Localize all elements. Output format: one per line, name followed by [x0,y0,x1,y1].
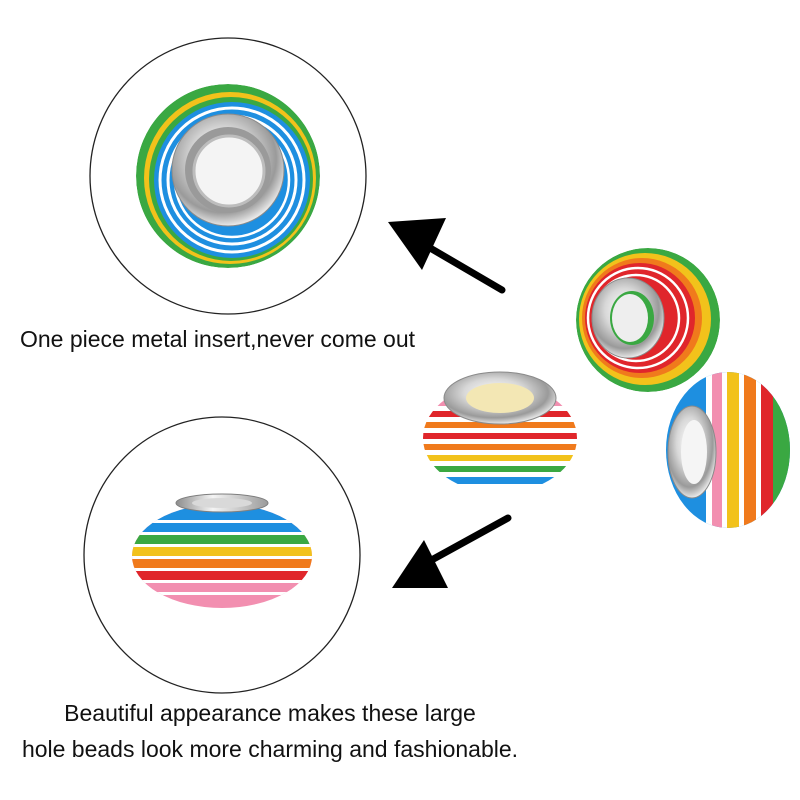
bottom-detail-circle [83,416,361,694]
appearance-caption-line-1: Beautiful appearance makes these large [64,700,476,726]
top-bead-metal-insert [171,113,285,227]
top-detail-circle [89,37,367,315]
metal-insert-caption: One piece metal insert,never come out [20,326,416,352]
right-bottom-bead [666,372,790,528]
appearance-caption: Beautiful appearance makes these large h… [0,696,800,767]
middle-bead [423,371,577,493]
right-top-bead [576,248,720,392]
bottom-bead-side-view [132,493,312,608]
appearance-caption-line-2: hole beads look more charming and fashio… [21,735,519,762]
arrow-down-left-icon [392,514,512,588]
arrow-up-left-icon [388,218,506,294]
